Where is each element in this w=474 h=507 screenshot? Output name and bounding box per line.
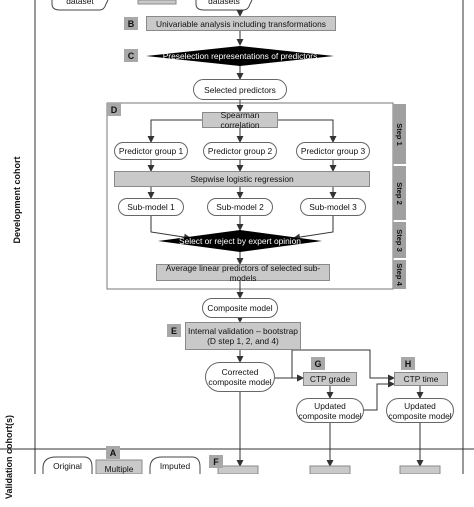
average-predictors-box: Average linear predictors of selected su… — [156, 263, 330, 283]
sub-model-2: Sub-model 2 — [207, 198, 273, 216]
predictor-group-1: Predictor group 1 — [114, 142, 188, 160]
preselection-diamond — [146, 46, 334, 66]
development-cohort-label: Development cohort — [12, 156, 22, 244]
updated-composite-h: Updated composite model — [386, 398, 454, 423]
badge-c: C — [124, 49, 138, 62]
badge-a: A — [106, 446, 120, 459]
multiple-label: Multiple — [104, 464, 134, 474]
internal-validation-box: Internal validation – bootstrap (D step … — [185, 322, 301, 350]
sub-model-1: Sub-model 1 — [118, 198, 184, 216]
sub-model-3: Sub-model 3 — [300, 198, 366, 216]
badge-g: G — [311, 357, 325, 370]
ctp-time-box: CTP time — [394, 372, 448, 386]
step-4-tab: Step 4 — [393, 260, 406, 289]
updated-composite-g: Updated composite model — [296, 398, 364, 423]
dataset-left-label: dataset — [66, 0, 94, 6]
predictor-group-3: Predictor group 3 — [296, 142, 370, 160]
step-1-tab: Step 1 — [393, 104, 406, 164]
badge-h: H — [401, 357, 415, 370]
validation-cohort-label: Validation cohort(s) — [4, 415, 14, 500]
select-reject-label: Select or reject by expert opinion — [179, 236, 301, 246]
composite-model-node: Composite model — [202, 298, 278, 318]
select-reject-diamond — [158, 230, 322, 252]
badge-d: D — [107, 103, 121, 116]
badge-f: F — [209, 455, 223, 468]
corrected-composite-node: Corrected composite model — [205, 362, 275, 392]
dataset-right-label: datasets — [208, 0, 240, 6]
spearman-box: Spearman correlation — [202, 110, 278, 130]
badge-b: B — [124, 17, 138, 30]
stepwise-regression-box: Stepwise logistic regression — [114, 171, 370, 187]
predictor-group-2: Predictor group 2 — [203, 142, 277, 160]
selected-predictors-node: Selected predictors — [193, 79, 287, 100]
imputed-label: Imputed — [159, 461, 191, 471]
univariable-analysis-box: Univariable analysis including transform… — [146, 16, 336, 31]
flowchart-canvas — [0, 0, 474, 474]
step-2-tab: Step 2 — [393, 166, 406, 220]
preselection-label: Preselection representations of predicto… — [162, 51, 318, 61]
step-3-tab: Step 3 — [393, 222, 406, 258]
badge-e: E — [167, 324, 181, 337]
ctp-grade-box: CTP grade — [303, 372, 357, 386]
original-label: Original — [53, 461, 82, 471]
